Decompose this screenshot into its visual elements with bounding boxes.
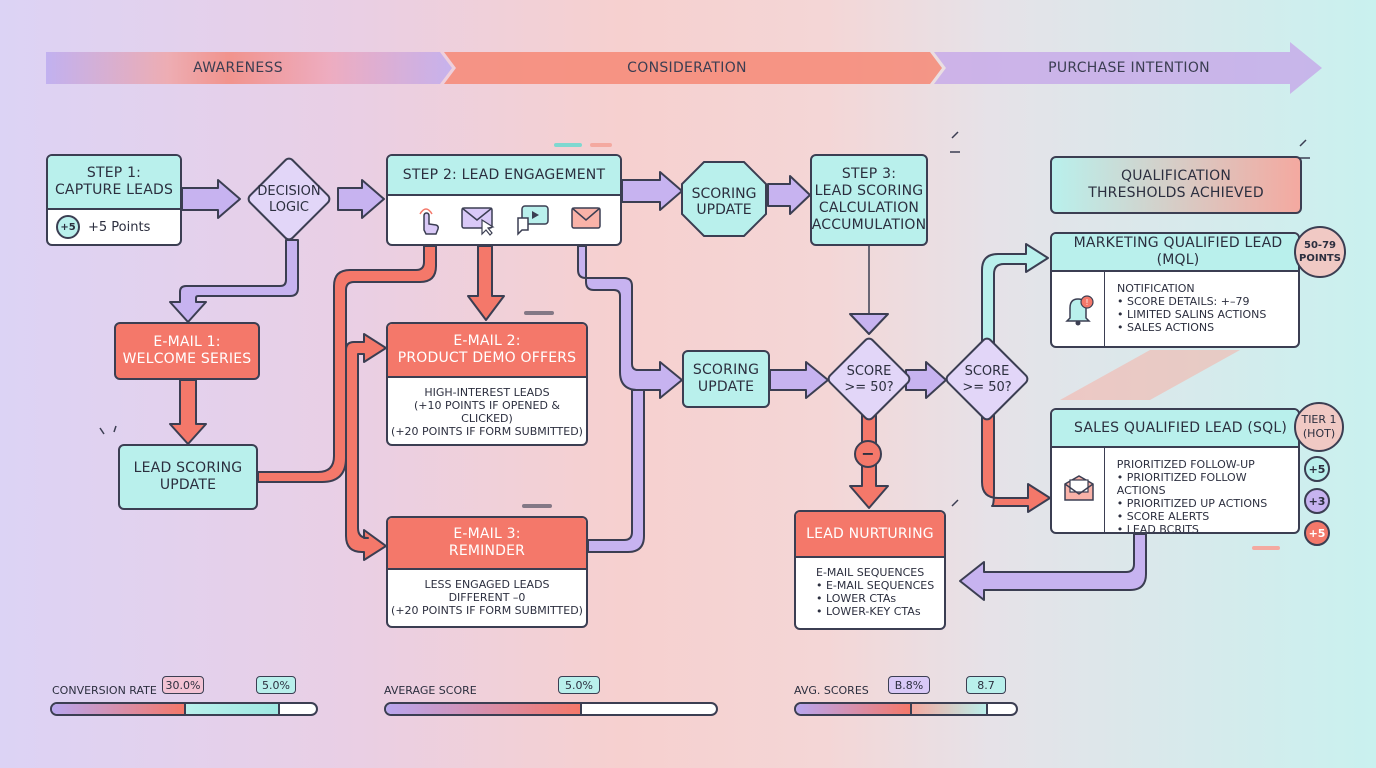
step3-card[interactable]: STEP 3: LEAD SCORING CALCULATION ACCUMUL… xyxy=(810,154,928,246)
nurturing-line: • LOWER-KEY CTAs xyxy=(816,605,921,618)
step1-title: STEP 1: CAPTURE LEADS xyxy=(48,156,180,210)
step2-card[interactable]: STEP 2: LEAD ENGAGEMENT xyxy=(386,154,622,246)
nurturing-line: E-MAIL SEQUENCES xyxy=(816,566,925,579)
score-check-1-label: SCORE >= 50? xyxy=(844,364,894,395)
avg-scores-bar xyxy=(794,702,1018,716)
scoring-update-2-card[interactable]: SCORING UPDATE xyxy=(682,350,770,408)
sql-line: • SCORE ALERTS xyxy=(1116,510,1210,523)
email3-line: (+20 POINTS IF FORM SUBMITTED) xyxy=(391,604,583,617)
stage-awareness: AWARENESS xyxy=(193,60,283,76)
sql-title: SALES QUALIFIED LEAD (SQL) xyxy=(1052,410,1298,448)
mql-title: MARKETING QUALIFIED LEAD (MQL) xyxy=(1052,234,1298,272)
mql-line: NOTIFICATION xyxy=(1117,282,1195,295)
email1-card[interactable]: E-MAIL 1: WELCOME SERIES xyxy=(114,322,260,380)
mql-line: • SALES ACTIONS xyxy=(1117,321,1215,334)
email2-line: (+20 POINTS IF FORM SUBMITTED) xyxy=(391,425,583,438)
avg-scores-tag: B.8% xyxy=(888,676,930,694)
bell-alert-icon: ! xyxy=(1065,295,1094,326)
sql-line: • PRIORITIZED UP ACTIONS xyxy=(1116,497,1268,510)
average-score-label: AVERAGE SCORE xyxy=(384,684,477,697)
email-open-icon xyxy=(1064,475,1094,501)
sql-tier-badge: TIER 1 (HOT) xyxy=(1294,402,1344,452)
sql-points-badge: +3 xyxy=(1304,488,1330,514)
email3-line: DIFFERENT –0 xyxy=(448,591,526,604)
lead-nurturing-card[interactable]: LEAD NURTURING E-MAIL SEQUENCES • E-MAIL… xyxy=(794,510,946,630)
nurturing-line: • LOWER CTAs xyxy=(816,592,897,605)
svg-text:!: ! xyxy=(1086,298,1088,307)
decision-label: DECISION LOGIC xyxy=(257,184,321,215)
score-check-2-label: SCORE >= 50? xyxy=(962,364,1012,395)
mql-details: NOTIFICATION • SCORE DETAILS: +–79 • LIM… xyxy=(1105,272,1266,346)
email-icon xyxy=(571,207,601,229)
sql-line: • LEAD BCRITS xyxy=(1116,523,1199,534)
average-score-tag: 5.0% xyxy=(558,676,600,694)
email1-title: E-MAIL 1: WELCOME SERIES xyxy=(122,334,252,367)
email-click-icon xyxy=(461,207,495,236)
mql-line: • LIMITED SALINS ACTIONS xyxy=(1117,308,1267,321)
sql-line: • PRIORITIZED FOLLOW ACTIONS xyxy=(1116,471,1247,497)
conversion-rate-label: CONVERSION RATE xyxy=(52,684,157,697)
sql-card[interactable]: SALES QUALIFIED LEAD (SQL) PRIORITIZED F… xyxy=(1050,408,1300,534)
sql-points-badge: +5 xyxy=(1304,520,1330,546)
sql-points-badge: +5 xyxy=(1304,456,1330,482)
mql-line: • SCORE DETAILS: +–79 xyxy=(1117,295,1250,308)
lead-nurturing-title: LEAD NURTURING xyxy=(796,512,944,558)
conversion-rate-bar xyxy=(50,702,318,716)
scoring-update-2: SCORING UPDATE xyxy=(692,362,760,395)
lead-scoring-update-card[interactable]: LEAD SCORING UPDATE xyxy=(118,444,258,510)
mql-card[interactable]: MARKETING QUALIFIED LEAD (MQL) ! NOTIFIC… xyxy=(1050,232,1300,348)
email2-details: HIGH-INTEREST LEADS (+10 POINTS IF OPENE… xyxy=(388,378,586,438)
plus-five-badge: +5 xyxy=(56,215,80,239)
stage-banner xyxy=(46,42,1322,94)
email3-title: E-MAIL 3: REMINDER xyxy=(388,518,586,570)
email2-line: HIGH-INTEREST LEADS xyxy=(424,386,550,399)
email3-details: LESS ENGAGED LEADS DIFFERENT –0 (+20 POI… xyxy=(388,570,586,617)
avg-scores-label: AVG. SCORES xyxy=(794,684,869,697)
tap-icon xyxy=(419,208,439,235)
email3-card[interactable]: E-MAIL 3: REMINDER LESS ENGAGED LEADS DI… xyxy=(386,516,588,628)
sql-line: PRIORITIZED FOLLOW-UP xyxy=(1116,458,1255,471)
step1-points: +5 Points xyxy=(88,219,151,235)
average-score-bar xyxy=(384,702,718,716)
sql-details: PRIORITIZED FOLLOW-UP • PRIORITIZED FOLL… xyxy=(1105,448,1298,534)
nurturing-line: • E-MAIL SEQUENCES xyxy=(816,579,935,592)
step3-title: STEP 3: LEAD SCORING CALCULATION ACCUMUL… xyxy=(811,166,927,233)
email3-line: LESS ENGAGED LEADS xyxy=(424,578,550,591)
mql-points-badge: 50-79 POINTS xyxy=(1294,226,1346,278)
conversion-rate-tag: 5.0% xyxy=(256,676,296,694)
stage-purchase-intention: PURCHASE INTENTION xyxy=(1048,60,1210,76)
lead-nurturing-details: E-MAIL SEQUENCES • E-MAIL SEQUENCES • LO… xyxy=(796,558,944,618)
email2-line: (+10 POINTS IF OPENED & CLICKED) xyxy=(414,399,560,425)
qualification-card[interactable]: QUALIFICATION THRESHOLDS ACHIEVED xyxy=(1050,156,1302,214)
stage-consideration: CONSIDERATION xyxy=(627,60,747,76)
step1-card[interactable]: STEP 1: CAPTURE LEADS +5 +5 Points xyxy=(46,154,182,246)
step2-title: STEP 2: LEAD ENGAGEMENT xyxy=(388,156,620,196)
avg-scores-tag: 8.7 xyxy=(966,676,1006,694)
scoring-update-octagon xyxy=(681,161,767,237)
lead-scoring-update-title: LEAD SCORING UPDATE xyxy=(133,460,243,493)
engagement-icons xyxy=(388,196,620,244)
email2-card[interactable]: E-MAIL 2: PRODUCT DEMO OFFERS HIGH-INTER… xyxy=(386,322,588,446)
qualification-title: QUALIFICATION THRESHOLDS ACHIEVED xyxy=(1088,168,1264,201)
conversion-rate-tag: 30.0% xyxy=(162,676,204,694)
scoring-update-1: SCORING UPDATE xyxy=(691,186,757,218)
video-chat-icon xyxy=(517,205,549,236)
email2-title: E-MAIL 2: PRODUCT DEMO OFFERS xyxy=(388,324,586,378)
minus-badge: − xyxy=(861,444,875,463)
